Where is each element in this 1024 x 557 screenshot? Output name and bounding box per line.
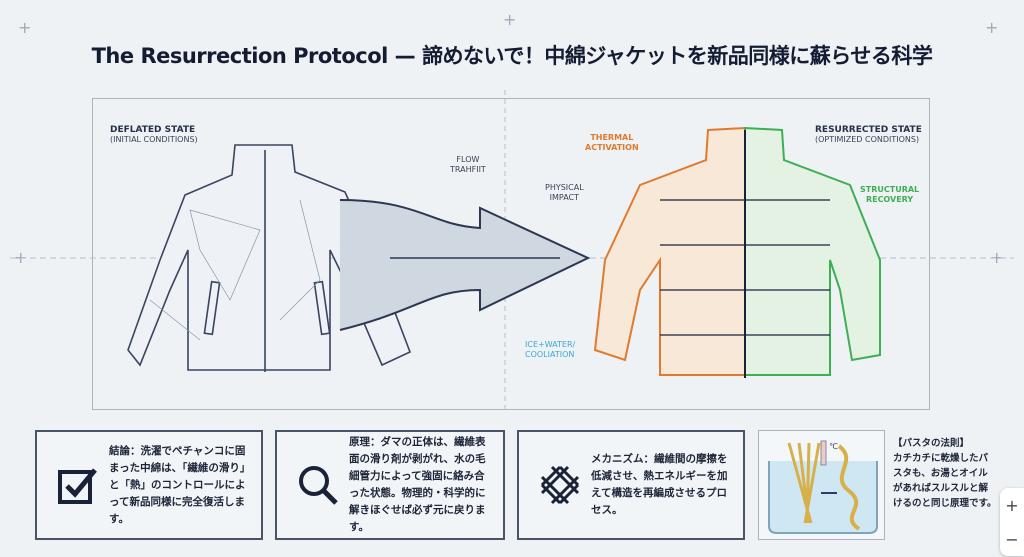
structural-recovery-label: STRUCTURAL RECOVERY xyxy=(860,185,920,204)
zoom-in-button[interactable]: + xyxy=(1005,495,1019,515)
jacket-diagram xyxy=(10,90,1014,410)
deflated-state-label: DEFLATED STATE(INITIAL CONDITIONS) xyxy=(110,125,198,144)
deflated-jacket xyxy=(127,144,412,372)
principle-text: 原理：ダマの正体は、繊維表面の滑り剤が剥がれ、水の毛細管力によって強固に絡み合っ… xyxy=(349,436,486,533)
checkbox-icon xyxy=(47,464,109,506)
pasta-heading: 【パスタの法則】 xyxy=(893,438,970,449)
crosshair-mark: + xyxy=(985,18,999,37)
pasta-text: 【パスタの法則】 カチカチに乾燥したパスタも、お湯とオイルがあればスルスルと解け… xyxy=(893,436,997,511)
crosshair-mark: + xyxy=(503,10,517,29)
crosshair-mark: + xyxy=(18,18,32,37)
crosshair-mark: + xyxy=(990,248,1004,267)
flow-label: FLOW TRAHFIIT xyxy=(450,155,486,174)
principle-card: 原理：ダマの正体は、繊維表面の滑り剤が剥がれ、水の毛細管力によって強固に絡み合っ… xyxy=(275,430,505,540)
magnifier-icon xyxy=(287,463,349,507)
thermal-activation-label: THERMAL ACTIVATION xyxy=(585,133,639,152)
resurrected-jacket xyxy=(593,126,881,378)
mechanism-card: メカニズム：繊維間の摩擦を低減させ、熱エネルギーを加えて構造を再編成させるプロセ… xyxy=(517,430,745,540)
flow-arrow xyxy=(339,199,591,331)
weave-icon xyxy=(529,463,591,507)
zoom-controls: + − xyxy=(1000,488,1024,556)
ice-water-label: ICE+WATER/ COOLIATION xyxy=(525,340,576,359)
thermometer-label: ℃ xyxy=(829,442,838,451)
zoom-out-button[interactable]: − xyxy=(1005,529,1019,549)
conclusion-text: 結論：洗濯でペチャンコに固まった中綿は、「繊維の滑り」と「熱」のコントロールによ… xyxy=(109,444,251,525)
conclusion-card: 結論：洗濯でペチャンコに固まった中綿は、「繊維の滑り」と「熱」のコントロールによ… xyxy=(35,430,263,540)
page-title: The Resurrection Protocol — 諦めないで！中綿ジャケッ… xyxy=(91,44,933,68)
mechanism-text: メカニズム：繊維間の摩擦を低減させ、熱エネルギーを加えて構造を再編成させるプロセ… xyxy=(591,453,728,516)
physical-impact-label: PHYSICAL IMPACT xyxy=(545,183,584,202)
pasta-illustration: ℃ xyxy=(758,430,885,540)
pasta-body: カチカチに乾燥したパスタも、お湯とオイルがあればスルスルと解けるのと同じ原理です… xyxy=(893,453,997,509)
diagram-frame xyxy=(92,98,930,410)
resurrected-state-label: RESURRECTED STATE(OPTIMIZED CONDITIONS) xyxy=(815,125,922,144)
